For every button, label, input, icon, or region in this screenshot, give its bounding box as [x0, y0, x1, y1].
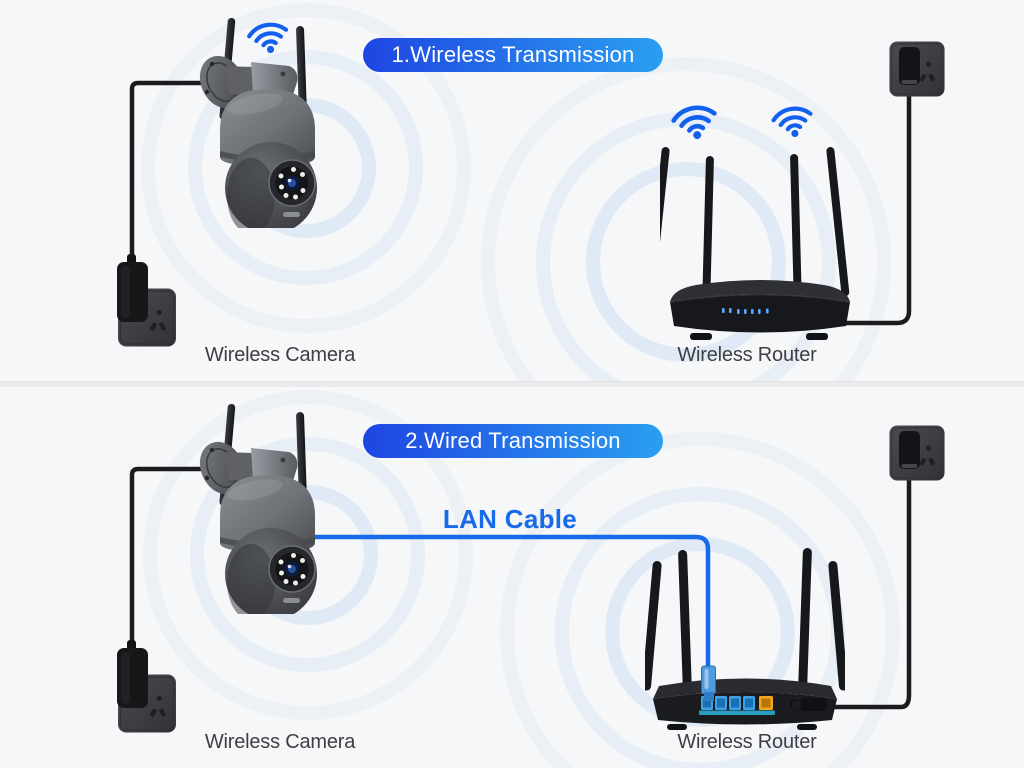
- wall-plug: [899, 47, 920, 85]
- wired-transmission-section: 2.Wired Transmission LAN Cable Wireless …: [0, 387, 1024, 768]
- router-wifi-icon: [772, 106, 814, 140]
- camera-power-cable: [129, 466, 207, 659]
- wireless-router-rear-illustration: [645, 547, 845, 730]
- banner-label: 2.Wired Transmission: [405, 428, 621, 453]
- wall-plug: [899, 431, 920, 469]
- wireless-camera-illustration: [195, 402, 318, 614]
- router-wifi-icon: [672, 105, 718, 143]
- router-power-cable: [827, 477, 912, 710]
- wireless-camera-label: Wireless Camera: [204, 344, 356, 366]
- lan-cable-line: [300, 534, 711, 671]
- section-divider: [0, 381, 1024, 387]
- wired-transmission-banner: 2.Wired Transmission: [363, 424, 663, 458]
- power-adapter: [117, 640, 148, 708]
- camera-power-cable: [129, 80, 207, 273]
- banner-label: 1.Wireless Transmission: [391, 42, 635, 67]
- wireless-transmission-banner: 1.Wireless Transmission: [363, 38, 663, 72]
- wireless-camera-illustration: [195, 16, 318, 228]
- router-power-cable: [842, 83, 912, 326]
- power-adapter: [117, 254, 148, 322]
- camera-wifi-icon: [248, 22, 290, 56]
- wireless-camera-label: Wireless Camera: [204, 731, 356, 753]
- wireless-router-label: Wireless Router: [677, 731, 817, 753]
- wireless-router-illustration: [660, 145, 851, 341]
- wireless-transmission-section: 1.Wireless Transmission Wireless Camera …: [0, 0, 1024, 381]
- rj45-connector: [701, 665, 716, 701]
- wireless-router-label: Wireless Router: [677, 344, 817, 366]
- lan-cable-label: LAN Cable: [442, 504, 578, 534]
